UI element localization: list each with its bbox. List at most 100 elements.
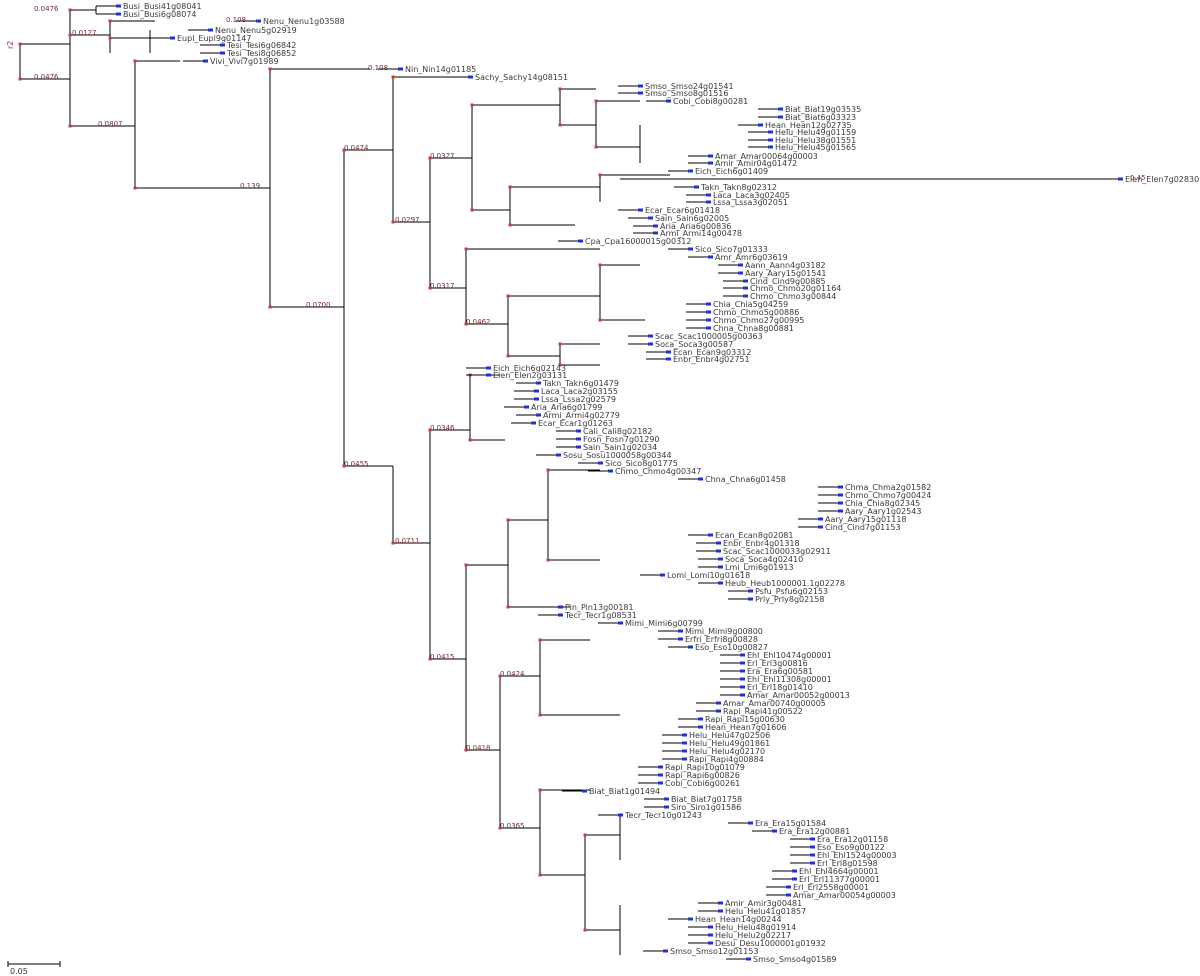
- node-marker: [558, 87, 562, 91]
- leaf-marker: [740, 669, 745, 673]
- node-marker: [133, 186, 137, 190]
- node-marker: [546, 468, 550, 472]
- leaf-label: Armi_Armi14g00478: [660, 229, 742, 238]
- node-marker: [538, 873, 542, 877]
- node-marker: [546, 558, 550, 562]
- leaf-label: Aary_Aary15g01118: [825, 515, 907, 524]
- leaf-label: Helu_Helu49g01159: [775, 128, 856, 137]
- leaf-marker: [578, 239, 583, 243]
- leaf-marker: [256, 19, 261, 23]
- leaf-label: Helu_Helu48g01914: [715, 923, 796, 932]
- leaf-marker: [220, 43, 225, 47]
- leaf-marker: [208, 28, 213, 32]
- leaf-marker: [468, 75, 473, 79]
- node-marker: [508, 185, 512, 189]
- leaf-label: Amr_Amr6g03619: [715, 253, 788, 262]
- leaf-label: Helu_Helu45g01565: [775, 143, 856, 152]
- leaf-marker: [810, 861, 815, 865]
- leaf-label: Sico_Sico8g01775: [605, 459, 678, 468]
- node-marker: [464, 748, 468, 752]
- leaf-marker: [598, 461, 603, 465]
- leaf-label: Sosu_Sosu1000058g00344: [563, 451, 672, 460]
- branch-support-label: 0.0474: [344, 144, 369, 152]
- leaf-label: Biat_Biat7g01758: [671, 795, 742, 804]
- leaf-marker: [743, 279, 748, 283]
- leaf-label: Cpa_Cpa16000015g00312: [585, 237, 691, 246]
- leaf-label: Ehl_Ehl4664g00001: [799, 867, 879, 876]
- tree-nodes: [18, 8, 602, 932]
- leaf-label: Amar_Amar00054g00003: [793, 891, 896, 900]
- branch-support-label: 0.0424: [500, 670, 525, 678]
- leaf-marker: [768, 130, 773, 134]
- leaf-marker: [678, 629, 683, 633]
- leaf-label: Chmo_Chmo7g00424: [845, 491, 931, 500]
- leaf-marker: [1118, 177, 1123, 181]
- leaf-marker: [688, 917, 693, 921]
- leaf-label: Eso_Eso10g00827: [695, 643, 768, 652]
- node-marker: [468, 438, 472, 442]
- leaf-marker: [810, 845, 815, 849]
- leaf-label: Era_Era12g00881: [779, 827, 850, 836]
- leaf-marker: [648, 334, 653, 338]
- leaf-marker: [116, 4, 121, 8]
- leaf-label: Helu_Helu2g02217: [715, 931, 791, 940]
- leaf-marker: [618, 621, 623, 625]
- leaf-label: Erl_Erl3g00816: [747, 659, 808, 668]
- leaf-label: Rapi_Rapi4g00884: [689, 755, 764, 764]
- branch-support-label: 0.0418: [466, 744, 491, 752]
- node-marker: [598, 318, 602, 322]
- leaf-marker: [718, 909, 723, 913]
- leaf-marker: [658, 781, 663, 785]
- leaf-label: Scac_Scac1000005g00363: [655, 332, 763, 341]
- branch-support-label: 0.0297: [395, 216, 420, 224]
- leaf-label: Ehl_Ehl11308g00001: [747, 675, 832, 684]
- leaf-label: Prly_Prly8g02158: [755, 595, 824, 604]
- leaf-label: Eupl_Eupl9g01147: [177, 34, 251, 43]
- leaf-marker: [778, 107, 783, 111]
- leaf-label: Sain_Sain1g02034: [583, 443, 657, 452]
- leaf-label: Soca_Soca3g00587: [655, 340, 733, 349]
- leaf-label: Ecar_Ecar1g01263: [538, 419, 613, 428]
- leaf-marker: [653, 224, 658, 228]
- leaf-marker: [740, 685, 745, 689]
- leaf-marker: [116, 12, 121, 16]
- node-marker: [464, 247, 468, 251]
- tree-leaves: Busi_Busi41g08041Busi_Busi6g08074Nenu_Ne…: [96, 2, 1199, 964]
- leaf-marker: [682, 749, 687, 753]
- node-marker: [558, 123, 562, 127]
- leaf-label: Fosn_Fosn7g01290: [583, 435, 660, 444]
- node-marker: [583, 928, 587, 932]
- leaf-label: Hean_Hean12g02735: [765, 121, 852, 130]
- leaf-marker: [708, 941, 713, 945]
- leaf-label: Ecan_Ecan9g03312: [673, 348, 751, 357]
- leaf-label: Ehl_Ehl1524g00003: [817, 851, 897, 860]
- node-marker: [342, 464, 346, 468]
- scale-bar: 0.05: [7, 961, 61, 976]
- leaf-marker: [810, 853, 815, 857]
- leaf-marker: [838, 493, 843, 497]
- leaf-label: Laca_Laca3g02405: [713, 191, 790, 200]
- leaf-marker: [706, 302, 711, 306]
- leaf-marker: [716, 541, 721, 545]
- leaf-label: Rapi_Rapi41g00522: [723, 707, 803, 716]
- branch-support-label: 0.0476: [34, 73, 59, 81]
- leaf-label: Smso_Smso12g01153: [670, 947, 759, 956]
- branch-support-label: 0.0365: [500, 822, 525, 830]
- leaf-label: Aary_Aary15g01541: [745, 269, 827, 278]
- branch-support-label: 0.0455: [344, 460, 369, 468]
- leaf-marker: [838, 501, 843, 505]
- leaf-marker: [678, 637, 683, 641]
- leaf-marker: [666, 350, 671, 354]
- leaf-label: Chmo_Chmo3g00844: [750, 292, 836, 301]
- leaf-marker: [534, 397, 539, 401]
- branch-support-label: 0.0462: [466, 318, 491, 326]
- branch-support-label: 0.0127: [72, 29, 97, 37]
- leaf-marker: [706, 310, 711, 314]
- leaf-label: Chmo_Chmo4g00347: [615, 467, 701, 476]
- leaf-label: Lssa_Lssa2g02579: [541, 395, 616, 404]
- leaf-marker: [664, 797, 669, 801]
- leaf-marker: [786, 885, 791, 889]
- leaf-marker: [618, 813, 623, 817]
- leaf-marker: [576, 437, 581, 441]
- leaf-label: Chmo_Chmo27g00995: [713, 316, 804, 325]
